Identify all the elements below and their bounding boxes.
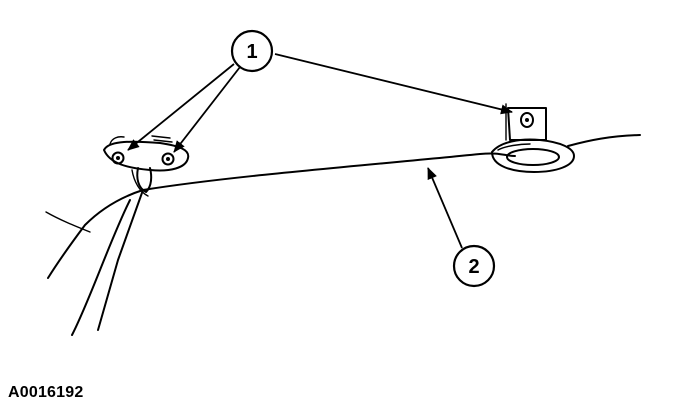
- callout-1: 1: [230, 29, 274, 73]
- callout-2-number: 2: [468, 256, 479, 278]
- callout-2-leader: [427, 167, 463, 249]
- screw-left-b: [161, 152, 175, 166]
- figure-id-label: A0016192: [8, 384, 84, 401]
- callout-1-leaders: [127, 53, 513, 153]
- right-bracket: [491, 103, 575, 173]
- callout-1-number: 1: [246, 41, 257, 63]
- left-bracket: [103, 135, 190, 197]
- panel-body: [45, 134, 641, 336]
- callout-2: 2: [452, 244, 496, 288]
- screw-left-a: [111, 151, 125, 165]
- screw-right: [520, 112, 534, 128]
